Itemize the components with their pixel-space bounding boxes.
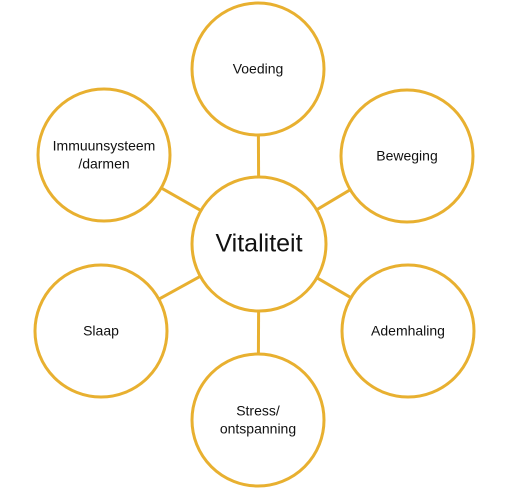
node-label-voeding: Voeding [233,61,284,77]
node-stress: Stress/ontspanning [190,352,326,488]
connector-slaap [158,274,202,301]
node-circle-slaap [33,263,169,399]
connectors [158,134,352,355]
node-label-ademhaling: Ademhaling [371,323,445,339]
node-ademhaling: Ademhaling [340,263,476,399]
connector-ademhaling [316,276,352,299]
node-label-stress-line-2: ontspanning [220,421,296,437]
node-label-stress-line-1: Stress/ [236,403,280,419]
node-label-immuunsysteem-line-2: /darmen [78,156,129,172]
node-circle-beweging [339,88,475,224]
node-circle-voeding [190,1,326,137]
connector-immuunsysteem [160,186,202,212]
node-label-beweging: Beweging [376,148,438,164]
connector-beweging [315,188,352,212]
center-label: Vitaliteit [215,230,302,258]
node-label-slaap: Slaap [83,323,119,339]
node-circle-ademhaling [340,263,476,399]
node-circle-immuunsysteem [36,87,172,223]
node-slaap: Slaap [33,263,169,399]
node-immuunsysteem: Immuunsysteem/darmen [36,87,172,223]
center-node: Vitaliteit [190,175,328,313]
node-circle-stress [190,352,326,488]
node-beweging: Beweging [339,88,475,224]
outer-nodes: VoedingBewegingAdemhalingStress/ontspann… [33,1,476,488]
node-voeding: Voeding [190,1,326,137]
center-circle [190,175,328,313]
node-label-immuunsysteem-line-1: Immuunsysteem [53,138,156,154]
